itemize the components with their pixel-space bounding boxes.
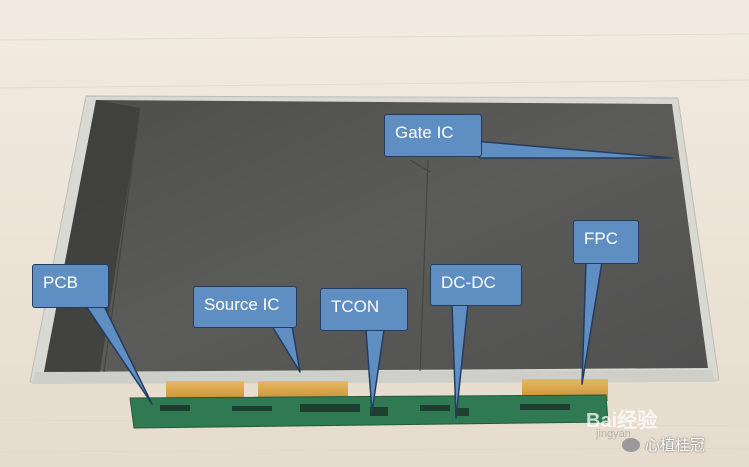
tcon-callout: TCON xyxy=(320,288,408,331)
fpc-callout: FPC xyxy=(573,220,639,264)
dc-dc-label: DC-DC xyxy=(441,273,496,292)
pcb-callout: PCB xyxy=(32,264,109,308)
wechat-icon xyxy=(622,437,640,452)
wechat-account-name: 心植桂冠 xyxy=(645,437,706,454)
source-ic-callout: Source IC xyxy=(193,286,297,328)
fpc-connector-left xyxy=(166,381,244,401)
gate-ic-label: Gate IC xyxy=(395,123,454,142)
baidu-watermark-text: Bai经验 xyxy=(586,410,658,432)
baidu-watermark-sub: jingyan xyxy=(596,428,631,440)
gate-ic-callout: Gate IC xyxy=(384,114,482,157)
fpc-connector-mid xyxy=(258,381,348,401)
wechat-watermark: 心植桂冠 xyxy=(622,434,705,455)
tcon-label: TCON xyxy=(331,297,380,316)
baidu-watermark: Bai经验 xyxy=(586,404,657,433)
baidu-watermark-subtext: jingyan xyxy=(596,428,631,440)
pcb-components xyxy=(160,404,570,416)
fpc-label: FPC xyxy=(584,229,618,248)
source-ic-label: Source IC xyxy=(204,295,280,314)
pcb-board xyxy=(129,394,609,429)
dc-dc-callout: DC-DC xyxy=(430,264,522,306)
pcb-label: PCB xyxy=(43,273,78,292)
